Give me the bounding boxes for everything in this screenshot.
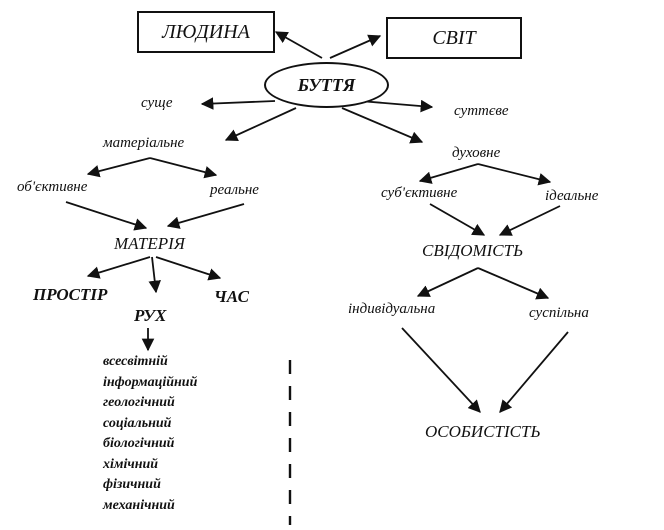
motion-forms-list: всесвітній інформаційний геологічний соц… [103,352,197,516]
motion-form-item: соціальний [103,415,172,431]
arrow-dukhovne-subiektyvne [418,163,479,184]
motion-form-item: інформаційний [103,374,198,390]
node-materialne: матеріальне [103,135,185,151]
node-svidomist: СВІДОМІСТЬ [422,241,524,260]
node-prostir: ПРОСТІР [33,285,108,304]
motion-form-item: геологічний [103,395,175,410]
node-realne: реальне [210,182,259,198]
arrow-svidomist-indyvidualna [416,267,479,297]
node-idealne: ідеальне [545,188,599,204]
node-osobystist: ОСОБИСТІСТЬ [425,422,541,441]
arrow-realne-materiya [166,203,245,229]
motion-form-item: хімічний [103,456,159,472]
motion-form-item: фізичний [103,477,161,492]
arrow-materialne-realne [149,157,218,179]
arrow-subiektyvne-svidomist [429,203,486,236]
node-lyudyna: ЛЮДИНА [137,11,275,53]
motion-form-item: біологічний [103,436,175,451]
node-suschche: суще [141,95,173,111]
node-dukhovne: духовне [452,145,501,161]
node-sutteve: суттєве [454,103,509,119]
arrow-suspilna-osobystist [499,331,569,413]
arrow-materiya-rukh [148,256,161,294]
arrow-dukhovne-idealne [477,163,552,186]
arrow-materiya-chas [155,256,222,281]
node-subiektyvne: суб'єктивне [381,185,458,201]
arrow-buttya-sutteve [359,99,434,113]
arrow-buttya-svit [329,34,382,59]
node-indyvidualna: індивідуальна [348,301,436,317]
arrow-obiektyvne-materiya [65,201,148,231]
arrow-indyvidualna-osobystist [401,327,481,413]
arrow-materialne-obiektyvne [86,157,151,178]
arrow-buttya-lyudyna [274,31,323,59]
motion-form-item: всесвітній [103,354,168,369]
arrow-buttya-materialne [224,107,297,142]
node-obiektyvne: об'єктивне [17,179,88,195]
node-rukh: РУХ [134,306,167,325]
node-svit: СВІТ [386,17,522,59]
node-suspilna: суспільна [529,305,589,321]
node-chas: ЧАС [214,287,249,306]
arrow-idealne-svidomist [498,205,561,236]
arrow-materiya-prostir [86,256,151,279]
node-buttya: БУТТЯ [264,62,389,108]
arrow-svidomist-suspilna [477,267,550,300]
motion-form-item: механічний [103,497,175,513]
node-materiya: МАТЕРІЯ [114,234,185,253]
arrow-buttya-dukhovne [341,107,424,144]
arrow-buttya-suschche [200,97,276,110]
